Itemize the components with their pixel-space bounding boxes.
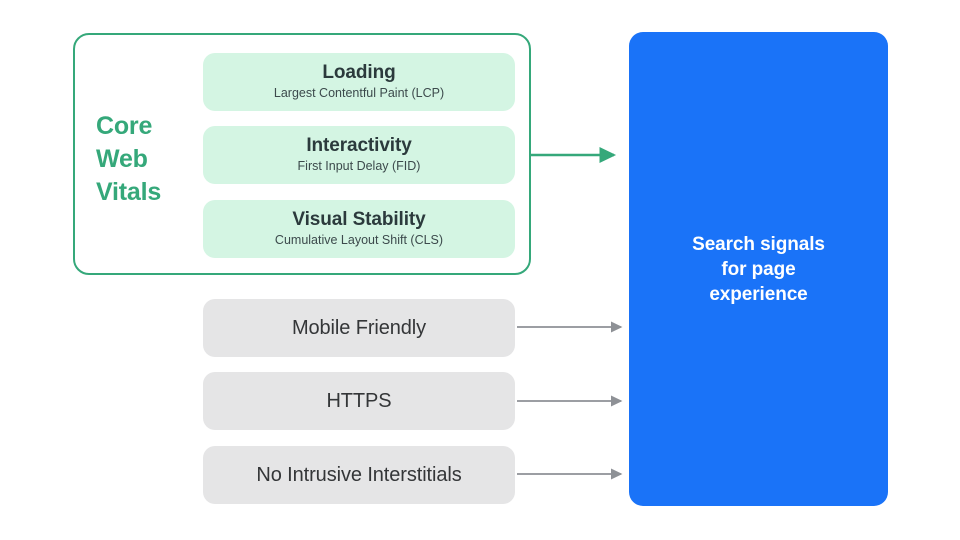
core-web-vitals-label: Core Web Vitals [96,110,196,209]
signal-card-mobile-friendly[interactable]: Mobile Friendly [203,299,515,357]
signal-title: HTTPS [326,390,392,412]
signal-card-no-intrusive-interstitials[interactable]: No Intrusive Interstitials [203,446,515,504]
output-panel-search-signals[interactable]: Search signals for page experience [629,32,888,506]
core-web-vitals-label-line-1: Core [96,112,153,140]
metric-card-visual-stability[interactable]: Visual Stability Cumulative Layout Shift… [203,200,515,258]
metric-subtitle: First Input Delay (FID) [297,159,421,173]
signal-card-https[interactable]: HTTPS [203,372,515,430]
metric-title: Visual Stability [292,209,426,230]
metric-subtitle: Largest Contentful Paint (LCP) [273,86,445,100]
core-web-vitals-label-line-3: Vitals [96,178,162,206]
signal-title: Mobile Friendly [291,317,427,339]
core-web-vitals-group [73,33,531,275]
metric-subtitle: Cumulative Layout Shift (CLS) [274,233,444,247]
metric-card-interactivity[interactable]: Interactivity First Input Delay (FID) [203,126,515,184]
signal-title: No Intrusive Interstitials [256,464,462,486]
metric-title: Loading [322,62,396,83]
output-panel-label: Search signals for page experience [692,233,825,305]
metric-card-loading[interactable]: Loading Largest Contentful Paint (LCP) [203,53,515,111]
metric-title: Interactivity [306,135,412,156]
core-web-vitals-label-line-2: Web [96,145,148,173]
